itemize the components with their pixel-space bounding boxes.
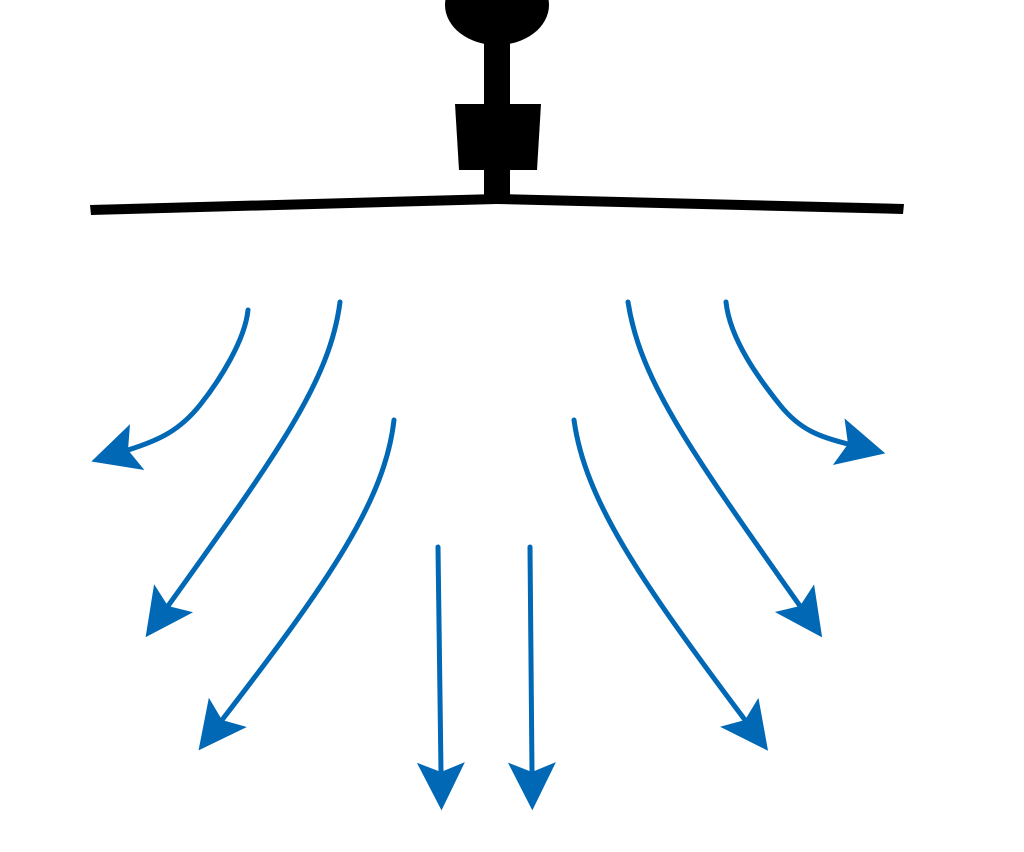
fan-motor-body xyxy=(455,104,541,170)
airflow-arrow-5 xyxy=(507,544,556,811)
fan-downrod xyxy=(484,30,510,110)
airflow-arrow-1 xyxy=(91,307,251,471)
fan-blade-right xyxy=(497,194,904,214)
ceiling-fan xyxy=(90,0,904,215)
airflow-arrow-3 xyxy=(198,417,397,751)
fan-hub xyxy=(484,165,510,197)
airflow-arrow-8 xyxy=(723,299,886,465)
fan-blade-left xyxy=(90,194,497,215)
airflow-arrow-7 xyxy=(625,299,823,638)
airflow-arrow-2 xyxy=(145,299,343,638)
fan-motor-housing xyxy=(445,0,549,45)
airflow-arrow-4 xyxy=(416,544,465,811)
airflow-arrows xyxy=(91,299,886,811)
airflow-arrow-6 xyxy=(571,417,769,751)
